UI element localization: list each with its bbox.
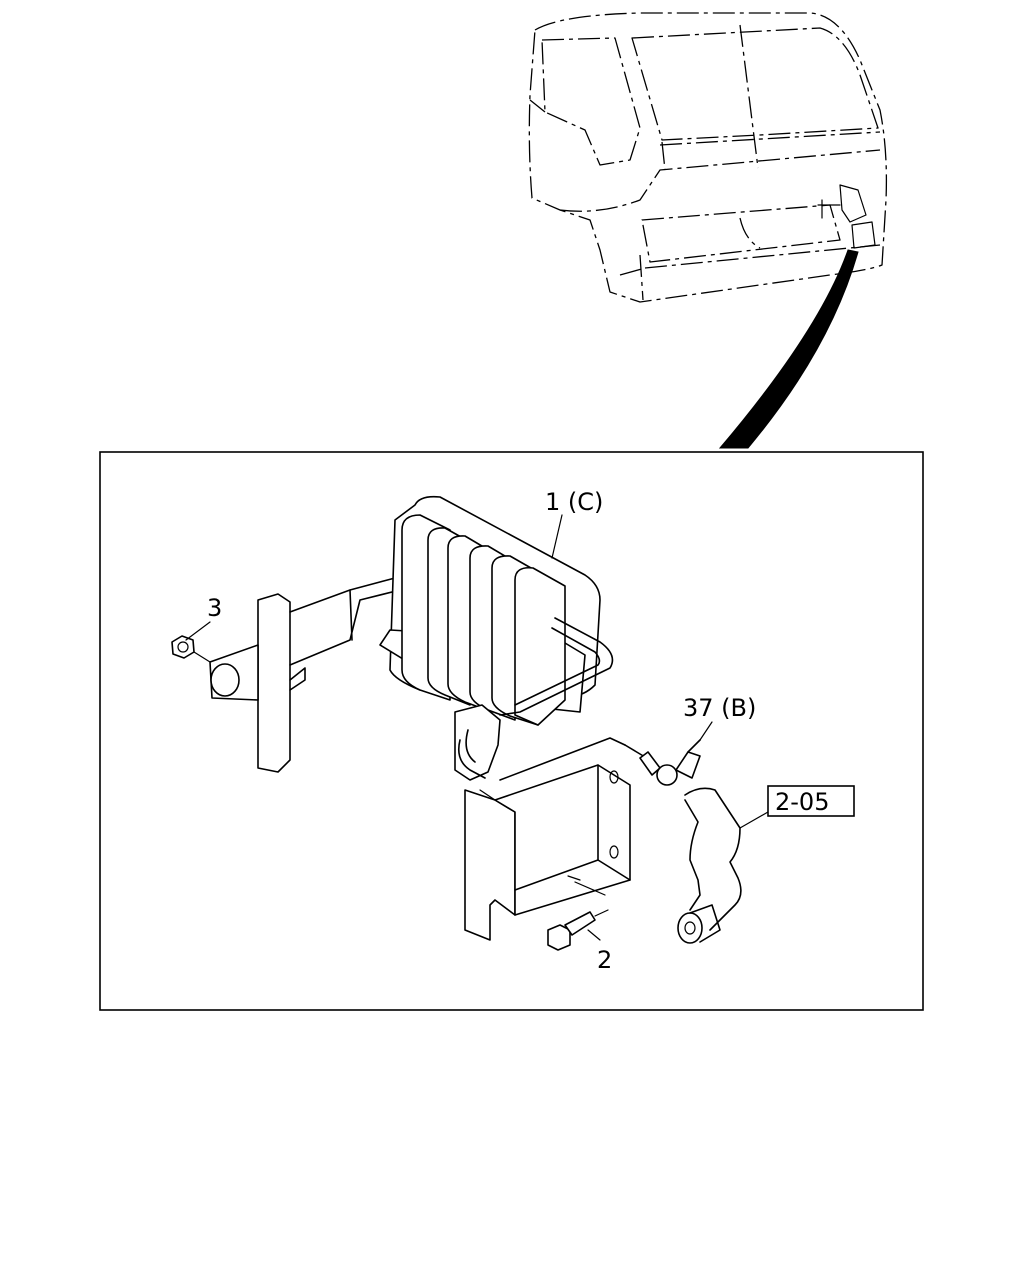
callout-part-1: 1 (C): [545, 488, 603, 516]
hose-clamp-part-37: [624, 739, 701, 786]
lower-bracket: [464, 737, 631, 941]
callout-part-3: 3: [207, 594, 222, 622]
reference-box-label: 2-05: [775, 788, 829, 816]
hose: [677, 787, 769, 944]
canister-part-1: [379, 495, 614, 781]
nut-part-3: [171, 635, 211, 663]
mounting-bracket: [209, 577, 401, 773]
location-leader: [718, 249, 859, 449]
reference-box[interactable]: 2-05: [767, 785, 855, 817]
leader-lines: [185, 514, 713, 941]
callout-part-2: 2: [597, 946, 612, 974]
callout-part-37: 37 (B): [683, 694, 756, 722]
truck-cab-illustration: [528, 12, 888, 303]
bolt-part-2: [547, 909, 609, 951]
detail-frame: [99, 451, 924, 1011]
